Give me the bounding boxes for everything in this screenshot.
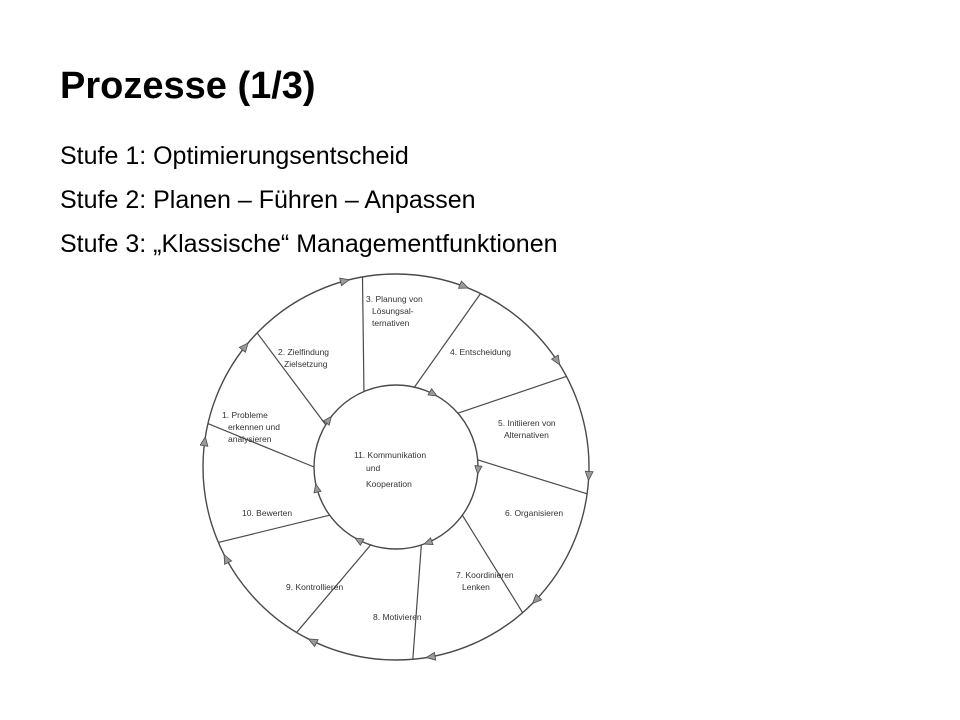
segment-s9: 9. Kontrollieren: [286, 582, 343, 592]
segment-label: 7. Koordinieren: [456, 570, 514, 580]
ring-layer: [202, 273, 590, 661]
center-label-line: 11. Kommunikation: [354, 450, 426, 460]
cycle-arrow-icon: [531, 593, 543, 605]
cycle-arrow-icon: [307, 638, 319, 648]
segment-label: Lenken: [462, 582, 490, 592]
segment-label: Lösungsal-: [372, 306, 414, 316]
cycle-arrow-icon: [339, 277, 351, 287]
cycle-arrow-icon: [584, 470, 594, 482]
label-layer: 1. Probleme erkennen und analysieren 2. Zie…: [222, 294, 563, 622]
segment-label: erkennen und: [228, 422, 280, 432]
segment-label: Alternativen: [504, 430, 549, 440]
cycle-arrow-icon: [550, 354, 561, 366]
segment-label: 5. Initiieren von: [498, 418, 556, 428]
segment-s8: 8. Motivieren: [373, 612, 422, 622]
segment-divider: [256, 332, 327, 426]
inner-ring: [313, 384, 479, 550]
management-cycle-diagram: 1. Probleme erkennen und analysieren 2. Zie…: [200, 273, 594, 661]
segment-label: 1. Probleme: [222, 410, 268, 420]
cycle-arrow-icon: [238, 342, 249, 354]
segment-label: 2. Zielfindung: [278, 347, 329, 357]
segment-divider: [461, 514, 524, 613]
inner-arrow-icon: [427, 388, 438, 397]
segment-divider: [218, 514, 330, 543]
segment-divider: [477, 459, 588, 495]
cycle-arrow-icon: [200, 435, 209, 447]
segment-divider: [413, 293, 482, 388]
center-label-line: und: [366, 463, 380, 473]
step-list: Stufe 1: Optimierungsentscheid Stufe 2: …: [60, 134, 558, 266]
step-item-2: Stufe 2: Planen – Führen – Anpassen: [60, 186, 476, 214]
inner-arrow-icon: [354, 537, 365, 546]
segment-label: 10. Bewerten: [242, 508, 292, 518]
segment-label: ternativen: [372, 318, 410, 328]
segment-label: 3. Planung von: [366, 294, 423, 304]
step-item-3: Stufe 3: „Klassische“ Managementfunktion…: [60, 230, 558, 258]
arrow-layer: [200, 277, 594, 661]
step-item-1: Stufe 1: Optimierungsentscheid: [60, 142, 409, 170]
divider-layer: [207, 276, 588, 660]
segment-label: analysieren: [228, 434, 272, 444]
outer-ring: [202, 273, 590, 661]
inner-arrow-icon: [322, 415, 333, 426]
segment-label: 9. Kontrollieren: [286, 582, 343, 592]
slide-title: Prozesse (1/3): [60, 65, 316, 107]
segment-s10: 10. Bewerten: [242, 508, 292, 518]
segment-label: 6. Organisieren: [505, 508, 563, 518]
segment-divider: [207, 423, 315, 468]
segment-s6: 6. Organisieren: [505, 508, 563, 518]
segment-s1: 1. Probleme erkennen und analysieren: [222, 410, 280, 444]
center-label-line: Kooperation: [366, 479, 412, 489]
segment-label: 8. Motivieren: [373, 612, 422, 622]
inner-arrow-icon: [313, 483, 322, 494]
segment-divider: [457, 375, 567, 414]
cycle-arrow-icon: [457, 280, 470, 289]
segment-s4: 4. Entscheidung: [450, 347, 511, 357]
segment-label: 4. Entscheidung: [450, 347, 511, 357]
segment-divider: [296, 544, 372, 633]
segment-divider: [412, 544, 422, 660]
segment-label: Zielsetzung: [284, 359, 328, 369]
inner-arrow-icon: [474, 465, 483, 476]
inner-arrow-icon: [423, 537, 434, 546]
cycle-arrow-icon: [425, 651, 437, 661]
segment-divider: [361, 276, 365, 392]
cycle-arrow-icon: [223, 553, 233, 566]
